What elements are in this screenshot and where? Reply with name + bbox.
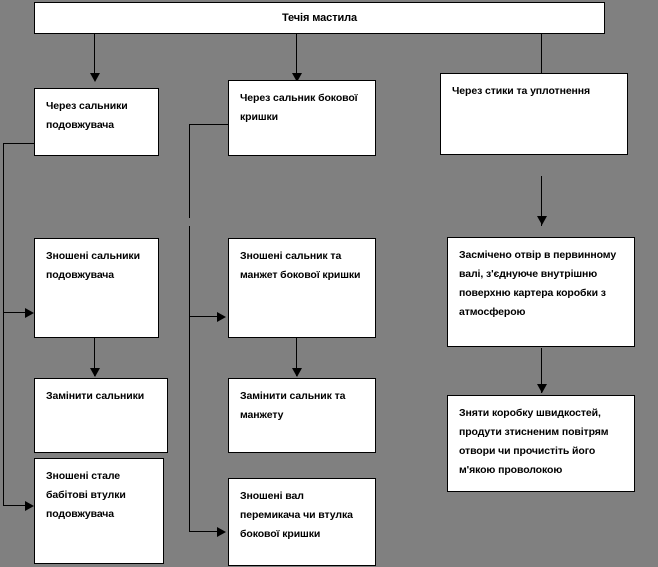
arrowhead-c1n2-to-c1n3	[90, 368, 100, 377]
connector-c1n2-to-c1n3	[94, 338, 95, 376]
node-c3n3: Зняти коробку швидкостей, продути зтисне…	[447, 395, 635, 492]
arrowhead-c1-spine-to-c1n4	[25, 501, 34, 511]
node-c2n4-label: Зношені вал перемикача чи втулка бокової…	[240, 490, 353, 540]
connector-c1-spine-to-c1n2	[3, 312, 31, 313]
arrowhead-c2-spine-to-c2n2	[217, 312, 226, 322]
connector-c2n1-left-stub	[189, 124, 229, 125]
node-c1n1-label: Через сальники подовжувача	[46, 100, 128, 131]
node-c2n3: Замінити сальник та манжету	[228, 378, 376, 453]
arrowhead-title-to-c1n1	[90, 73, 100, 82]
node-c2n1-label: Через сальник бокової кришки	[240, 92, 358, 123]
node-c3n1-label: Через стики та уплотнення	[452, 85, 591, 97]
arrowhead-c3n2-to-c3n3	[537, 384, 547, 393]
node-c3n1: Через стики та уплотнення	[440, 73, 628, 155]
node-c2n3-label: Замінити сальник та манжету	[240, 390, 346, 421]
connector-title-to-c1n1	[94, 34, 95, 74]
node-c1n3-label: Замінити сальники	[46, 390, 145, 402]
connector-c2-spine-lower	[189, 226, 190, 531]
node-c1n1: Через сальники подовжувача	[34, 88, 159, 156]
node-c1n3: Замінити сальники	[34, 378, 168, 453]
connector-title-to-c3n1	[541, 34, 542, 74]
node-c3n2-label: Засмічено отвір в первинному валі, з'єдн…	[459, 249, 617, 318]
connector-c1n1-left-stub	[3, 143, 35, 144]
node-title-oil-leak: Течія мастила	[34, 2, 605, 34]
connector-c3n1-to-c3n2	[541, 176, 542, 226]
node-c2n2: Зношені сальник та манжет бокової кришки	[228, 238, 376, 338]
node-c3n2: Засмічено отвір в первинному валі, з'єдн…	[447, 237, 635, 347]
connector-c3n2-to-c3n3	[541, 348, 542, 393]
connector-c1-spine-to-c1n4	[3, 505, 31, 506]
node-title-label: Течія мастила	[281, 11, 358, 24]
arrowhead-c2n2-to-c2n3	[292, 368, 302, 377]
node-c2n2-label: Зношені сальник та манжет бокової кришки	[240, 250, 361, 281]
connector-c2-spine-to-c2n2	[189, 316, 223, 317]
connector-c2-spine-upper	[189, 124, 190, 218]
connector-title-to-c2n1	[296, 34, 297, 74]
node-c1n4-label: Зношені стале бабітові втулки подовжувач…	[46, 470, 126, 520]
arrowhead-title-to-c2n1	[292, 73, 302, 82]
arrowhead-c1-spine-to-c1n2	[25, 308, 34, 318]
node-c2n1: Через сальник бокової кришки	[228, 80, 376, 156]
connector-c2-spine-to-c2n4	[189, 531, 223, 532]
connector-c1-spine	[3, 143, 4, 505]
node-c2n4: Зношені вал перемикача чи втулка бокової…	[228, 478, 376, 566]
node-c1n4: Зношені стале бабітові втулки подовжувач…	[34, 458, 164, 564]
node-c1n2-label: Зношені сальники подовжувача	[46, 250, 140, 281]
node-c3n3-label: Зняти коробку швидкостей, продути зтисне…	[459, 407, 609, 476]
connector-c2n2-to-c2n3	[296, 338, 297, 376]
node-c1n2: Зношені сальники подовжувача	[34, 238, 159, 338]
arrowhead-c2-spine-to-c2n4	[217, 527, 226, 537]
arrowhead-c3n1-to-c3n2	[537, 216, 547, 225]
